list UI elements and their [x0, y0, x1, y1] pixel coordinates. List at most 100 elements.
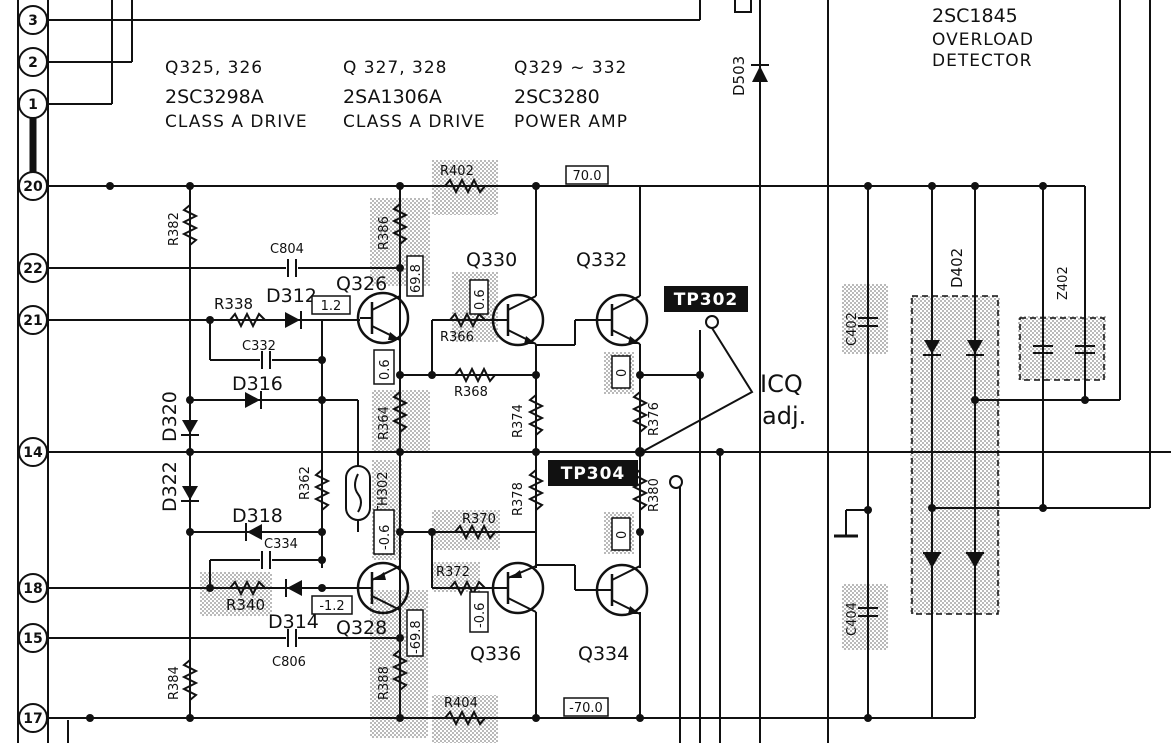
label-d320: D320: [159, 391, 181, 442]
voltage-box-0-6-left: 0.6: [373, 349, 395, 385]
label-r380: R380: [647, 478, 662, 512]
label-d322: D322: [159, 461, 181, 512]
test-point-tp304: TP304: [548, 460, 683, 489]
svg-text:1.2: 1.2: [321, 299, 342, 314]
svg-text:adj.: adj.: [762, 402, 806, 430]
header-overload-detector: 2SC1845 OVERLOAD DETECTOR: [932, 5, 1033, 71]
label-r366: R366: [440, 330, 474, 345]
svg-text:-70.0: -70.0: [569, 701, 603, 716]
transistor-q336: [491, 561, 545, 615]
label-r376: R376: [647, 402, 662, 436]
pin-18: 18: [18, 573, 48, 603]
icq-adjust-indicator: ICQ adj.: [637, 327, 806, 455]
svg-text:0: 0: [615, 531, 630, 539]
label-c804: C804: [270, 242, 304, 257]
label-r372: R372: [436, 565, 470, 580]
label-d503: D503: [730, 56, 748, 96]
pin-20: 20: [18, 171, 48, 201]
label-r382: R382: [167, 212, 182, 246]
label-d402: D402: [948, 248, 966, 288]
svg-text:70.0: 70.0: [573, 169, 602, 184]
pin-column: [17, 0, 701, 743]
svg-text:2: 2: [28, 55, 38, 71]
label-r340: R340: [226, 596, 265, 614]
transistor-q328: [356, 561, 410, 615]
svg-text:CLASS A DRIVE: CLASS A DRIVE: [165, 112, 308, 132]
svg-text:14: 14: [23, 445, 43, 461]
svg-text:-0.6: -0.6: [473, 603, 488, 628]
label-z402: Z402: [1056, 266, 1071, 300]
voltage-box-69-8-bottom: -69.8: [406, 609, 424, 657]
label-c332: C332: [242, 339, 276, 354]
label-q326: Q326: [336, 273, 387, 295]
label-r384: R384: [167, 666, 182, 700]
svg-text:0: 0: [615, 369, 630, 377]
label-r374: R374: [511, 404, 526, 438]
resistor-symbols: [181, 177, 649, 727]
svg-text:Q329 ~ 332: Q329 ~ 332: [514, 58, 627, 78]
svg-text:Q 327, 328: Q 327, 328: [343, 58, 448, 78]
label-d318: D318: [232, 505, 283, 527]
label-q336: Q336: [470, 643, 521, 665]
pin-22: 22: [18, 253, 48, 283]
voltage-box-neg0-6-left: -0.6: [373, 509, 395, 555]
transistor-q326: [356, 291, 410, 345]
capacitor-symbols: [260, 258, 1105, 648]
voltage-box-neg1-2: -1.2: [311, 595, 353, 615]
label-c404: C404: [845, 602, 860, 636]
svg-text:CLASS A DRIVE: CLASS A DRIVE: [343, 112, 486, 132]
label-c334: C334: [264, 537, 298, 552]
svg-text:2SC3298A: 2SC3298A: [165, 86, 264, 108]
pin-1: 1: [18, 89, 48, 119]
test-point-tp302: TP302: [664, 286, 748, 329]
label-r368: R368: [454, 385, 488, 400]
label-r404: R404: [444, 696, 478, 711]
diode-symbols: [181, 64, 984, 597]
voltage-box-0-q332: 0: [611, 355, 631, 389]
svg-text:Q325, 326: Q325, 326: [165, 58, 263, 78]
label-r370: R370: [462, 512, 496, 527]
svg-text:2SC1845: 2SC1845: [932, 5, 1018, 27]
label-r364: R364: [377, 406, 392, 440]
svg-text:15: 15: [23, 631, 42, 647]
label-q328: Q328: [336, 617, 387, 639]
pin-21: 21: [18, 305, 48, 335]
svg-text:POWER AMP: POWER AMP: [514, 112, 628, 132]
svg-text:2SA1306A: 2SA1306A: [343, 86, 442, 108]
voltage-box-69-8-top: 69.8: [406, 255, 424, 297]
svg-text:-1.2: -1.2: [319, 599, 344, 614]
voltage-box-1-2: 1.2: [311, 295, 351, 315]
svg-text:20: 20: [23, 179, 43, 195]
label-r386: R386: [377, 216, 392, 250]
voltage-box-0-6-q330: 0.6: [469, 279, 489, 315]
pin-3: 3: [18, 5, 48, 35]
svg-text:18: 18: [23, 581, 42, 597]
transistor-q330: [491, 293, 545, 347]
label-d312: D312: [266, 285, 317, 307]
transistor-q334: [595, 563, 649, 617]
svg-text:1: 1: [28, 97, 38, 113]
voltage-box-pos70: 70.0: [565, 165, 609, 185]
svg-text:TP304: TP304: [561, 464, 626, 484]
label-q332: Q332: [576, 249, 627, 271]
voltage-box-neg70: -70.0: [563, 697, 609, 717]
label-r362: R362: [298, 466, 313, 500]
svg-text:0.6: 0.6: [473, 289, 488, 310]
svg-text:DETECTOR: DETECTOR: [932, 51, 1032, 71]
svg-text:21: 21: [23, 313, 42, 329]
label-d316: D316: [232, 373, 283, 395]
thermistor-body: [354, 473, 362, 513]
label-c402: C402: [845, 312, 860, 346]
pin-14: 14: [18, 437, 48, 467]
svg-text:TP302: TP302: [674, 290, 739, 310]
label-d314: D314: [268, 611, 319, 633]
svg-text:ICQ: ICQ: [760, 370, 803, 398]
label-r388: R388: [377, 666, 392, 700]
label-c806: C806: [272, 655, 306, 670]
header-class-a-drive-pnp: Q 327, 328 2SA1306A CLASS A DRIVE: [343, 58, 486, 132]
svg-text:69.8: 69.8: [409, 264, 424, 293]
label-r402: R402: [440, 164, 474, 179]
transistor-q332: [595, 293, 649, 347]
svg-text:22: 22: [23, 261, 42, 277]
label-q330: Q330: [466, 249, 517, 271]
